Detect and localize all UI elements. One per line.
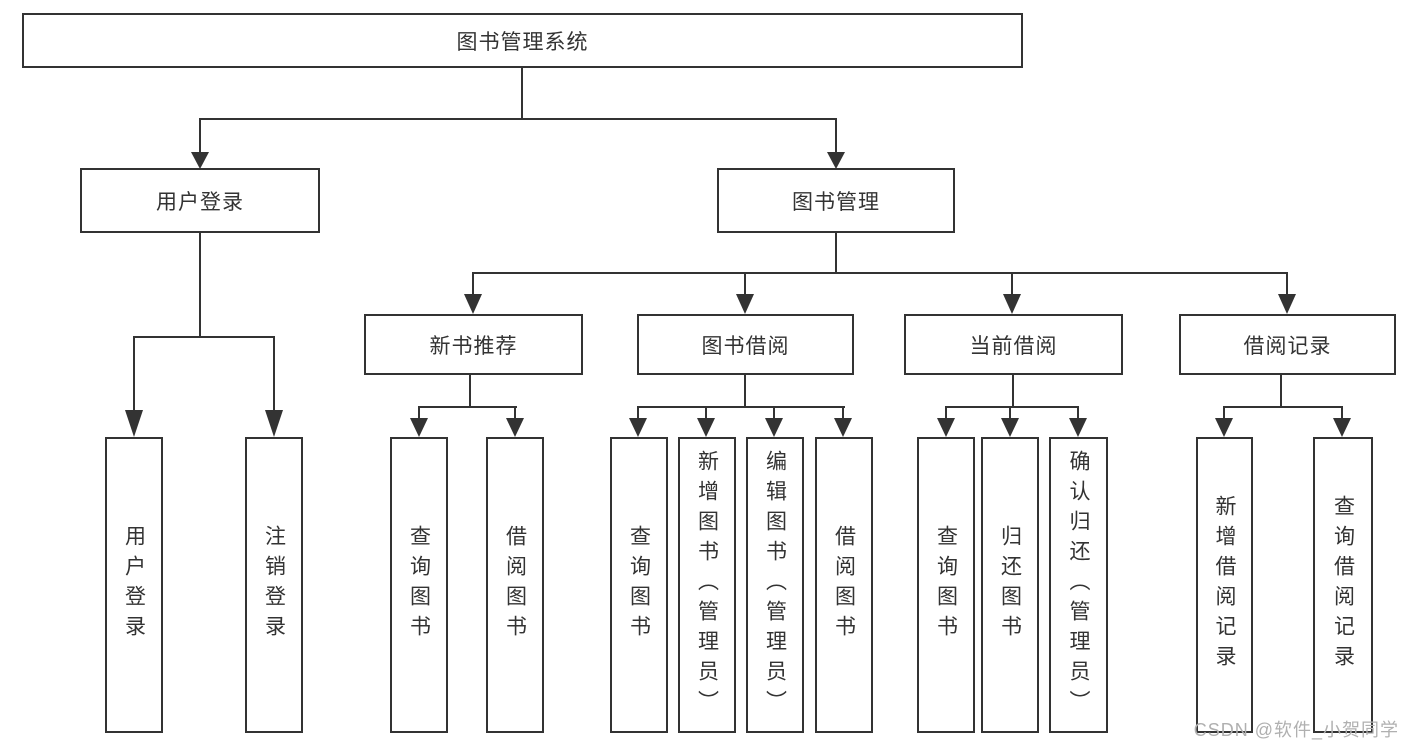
leaf-add-book-admin: 新增图书（管理员） <box>678 437 736 733</box>
node-new-book-recommend-label: 新书推荐 <box>429 334 518 358</box>
node-user-login: 用户登录 <box>80 168 320 233</box>
connector-line <box>199 118 201 152</box>
connector-line <box>637 406 639 418</box>
arrow-down-icon <box>765 418 783 437</box>
connector-line <box>472 272 474 294</box>
connector-line <box>1280 375 1282 406</box>
connector-line <box>199 233 201 336</box>
node-book-borrow-label: 图书借阅 <box>701 334 790 358</box>
connector-line <box>1223 406 1225 418</box>
connector-line <box>133 336 275 338</box>
node-root: 图书管理系统 <box>22 13 1023 68</box>
node-new-book-recommend: 新书推荐 <box>364 314 583 375</box>
connector-line <box>705 406 707 418</box>
leaf-query-books: 查询图书 <box>390 437 448 733</box>
leaf-return-book-label: 归还图书 <box>998 525 1022 645</box>
leaf-edit-book-admin: 编辑图书（管理员） <box>746 437 804 733</box>
arrow-down-icon <box>410 418 428 437</box>
arrow-down-icon <box>834 418 852 437</box>
leaf-borrow-books: 借阅图书 <box>486 437 544 733</box>
connector-line <box>744 272 746 294</box>
connector-line <box>1223 406 1343 408</box>
leaf-add-book-admin-label: 新增图书（管理员） <box>695 450 719 720</box>
leaf-user-login: 用户登录 <box>105 437 163 733</box>
leaf-query-books-label: 查询图书 <box>407 525 431 645</box>
arrow-down-icon <box>1069 418 1087 437</box>
connector-line <box>1077 406 1079 418</box>
connector-line <box>945 406 1079 408</box>
connector-line <box>744 375 746 406</box>
arrow-down-icon <box>937 418 955 437</box>
node-book-management-label: 图书管理 <box>792 190 880 214</box>
arrow-down-icon <box>697 418 715 437</box>
leaf-user-login-label: 用户登录 <box>122 525 146 645</box>
arrow-down-icon <box>125 410 143 437</box>
connector-line <box>637 406 845 408</box>
connector-line <box>469 375 471 406</box>
leaf-query-books-3-label: 查询图书 <box>934 525 958 645</box>
leaf-confirm-return-admin-label: 确认归还（管理员） <box>1067 450 1090 720</box>
connector-line <box>835 233 837 272</box>
arrow-down-icon <box>464 294 482 314</box>
node-borrow-record-label: 借阅记录 <box>1243 334 1332 358</box>
connector-line <box>1341 406 1343 418</box>
connector-line <box>1011 272 1013 294</box>
leaf-borrow-books-label: 借阅图书 <box>503 525 527 645</box>
connector-line <box>835 118 837 152</box>
leaf-query-books-2-label: 查询图书 <box>627 525 651 645</box>
leaf-confirm-return-admin: 确认归还（管理员） <box>1049 437 1108 733</box>
connector-line <box>521 66 523 118</box>
connector-line <box>133 336 135 410</box>
leaf-return-book: 归还图书 <box>981 437 1039 733</box>
connector-line <box>418 406 517 408</box>
connector-line <box>199 118 837 120</box>
node-current-borrow: 当前借阅 <box>904 314 1123 375</box>
node-book-management: 图书管理 <box>717 168 955 233</box>
leaf-query-books-3: 查询图书 <box>917 437 975 733</box>
arrow-down-icon <box>1333 418 1351 437</box>
leaf-add-borrow-record: 新增借阅记录 <box>1196 437 1253 733</box>
leaf-query-borrow-record: 查询借阅记录 <box>1313 437 1373 733</box>
arrow-down-icon <box>1003 294 1021 314</box>
connector-line <box>514 406 516 418</box>
leaf-edit-book-admin-label: 编辑图书（管理员） <box>763 450 787 720</box>
leaf-borrow-books-2-label: 借阅图书 <box>832 525 856 645</box>
connector-line <box>842 406 844 418</box>
connector-line <box>773 406 775 418</box>
arrow-down-icon <box>1278 294 1296 314</box>
arrow-down-icon <box>736 294 754 314</box>
arrow-down-icon <box>191 152 209 169</box>
node-root-label: 图书管理系统 <box>456 30 589 54</box>
node-borrow-record: 借阅记录 <box>1179 314 1396 375</box>
node-book-borrow: 图书借阅 <box>637 314 854 375</box>
arrow-down-icon <box>506 418 524 437</box>
connector-line <box>418 406 420 418</box>
connector-line <box>472 272 1288 274</box>
leaf-add-borrow-record-label: 新增借阅记录 <box>1213 495 1236 675</box>
arrow-down-icon <box>265 410 283 437</box>
connector-line <box>273 336 275 410</box>
arrow-down-icon <box>629 418 647 437</box>
arrow-down-icon <box>827 152 845 169</box>
connector-line <box>1012 375 1014 406</box>
connector-line <box>1286 272 1288 294</box>
node-current-borrow-label: 当前借阅 <box>969 334 1058 358</box>
leaf-borrow-books-2: 借阅图书 <box>815 437 873 733</box>
connector-line <box>945 406 947 418</box>
arrow-down-icon <box>1001 418 1019 437</box>
connector-line <box>1009 406 1011 418</box>
watermark: CSDN @软件_小贺同学 <box>1193 720 1399 740</box>
leaf-query-books-2: 查询图书 <box>610 437 668 733</box>
leaf-query-borrow-record-label: 查询借阅记录 <box>1331 495 1355 675</box>
arrow-down-icon <box>1215 418 1233 437</box>
leaf-logout-label: 注销登录 <box>262 525 286 645</box>
leaf-logout: 注销登录 <box>245 437 303 733</box>
node-user-login-label: 用户登录 <box>156 190 244 214</box>
